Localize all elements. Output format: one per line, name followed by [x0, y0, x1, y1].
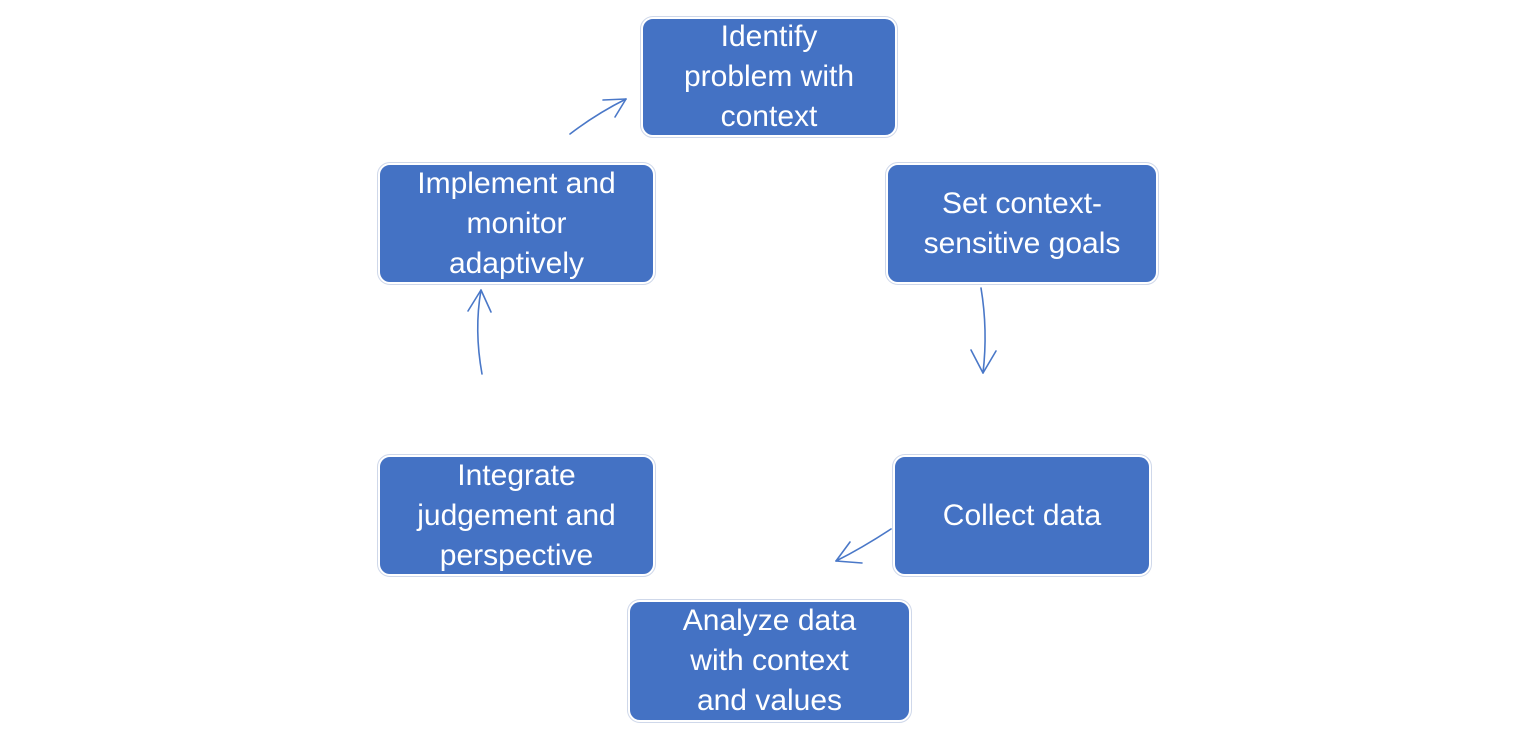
arrow-collect-to-analyze: [835, 528, 892, 562]
step-implement-monitor: Implement and monitor adaptively: [377, 162, 656, 285]
step-identify-problem: Identify problem with context: [640, 16, 898, 138]
step-set-goals: Set context- sensitive goals: [885, 162, 1159, 285]
arrowhead-integrate-to-implement: [467, 289, 492, 313]
arrowhead-goals-to-collect: [970, 349, 997, 374]
arrowhead-implement-to-identify: [602, 98, 627, 118]
arrow-integrate-to-implement: [476, 289, 483, 375]
step-analyze-data: Analyze data with context and values: [627, 599, 912, 723]
step-integrate-judgement: Integrate judgement and perspective: [377, 454, 656, 577]
arrow-goals-to-collect: [980, 287, 986, 374]
arrowhead-collect-to-analyze: [835, 541, 863, 564]
arrow-implement-to-identify: [569, 98, 627, 135]
step-collect-data: Collect data: [892, 454, 1152, 577]
